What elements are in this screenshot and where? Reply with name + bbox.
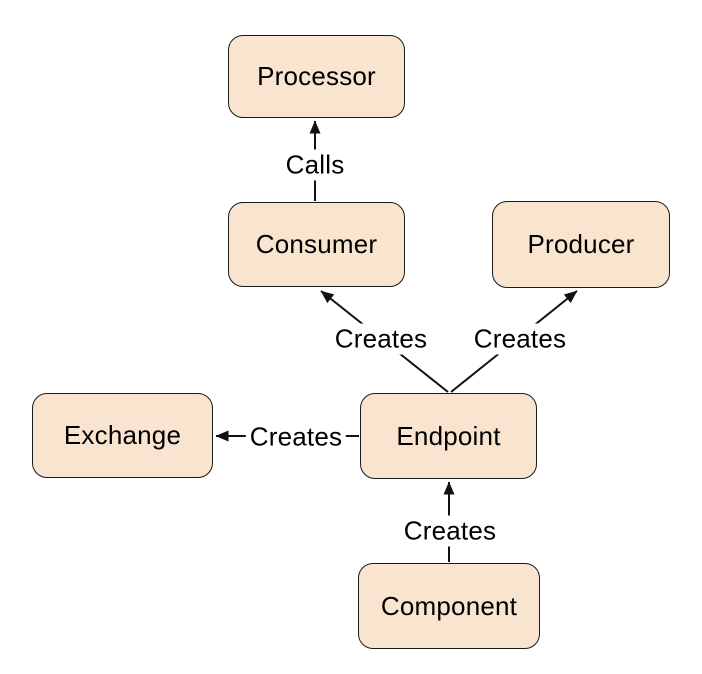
node-component-label: Component (380, 590, 518, 621)
node-producer-label: Producer (527, 229, 635, 259)
node-component: Component (358, 563, 540, 649)
node-consumer-label: Consumer (255, 229, 378, 259)
edge-label-creates-consumer: Creates (330, 323, 432, 355)
edge-label-calls: Calls (281, 149, 349, 181)
edge-label-creates-exchange: Creates (245, 421, 347, 453)
node-processor: Processor (228, 35, 405, 118)
node-producer: Producer (492, 201, 670, 288)
node-exchange-label: Exchange (63, 420, 182, 450)
edge-label-creates-endpoint: Creates (399, 515, 501, 547)
node-exchange: Exchange (32, 393, 213, 478)
node-consumer: Consumer (228, 202, 405, 287)
node-endpoint: Endpoint (360, 393, 537, 479)
node-processor-label: Processor (257, 61, 376, 91)
edge-label-creates-producer: Creates (469, 323, 571, 355)
node-endpoint-label: Endpoint (396, 420, 501, 451)
